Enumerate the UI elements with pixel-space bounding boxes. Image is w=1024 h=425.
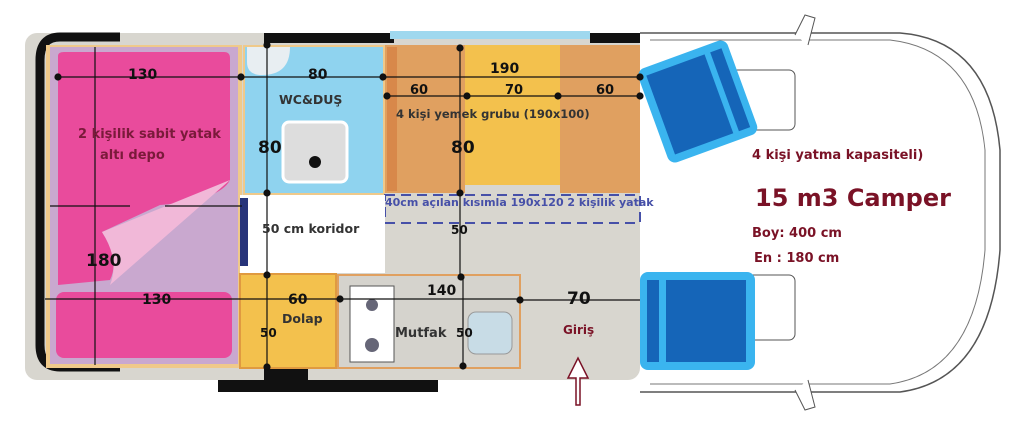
bed-label-line2: altı depo [100, 148, 165, 163]
corridor [240, 195, 385, 273]
camper-title: 15 m3 Camper [755, 184, 951, 212]
corridor-label: 50 cm koridor [262, 221, 360, 236]
bed-extension-label: 40cm açılan kısımla 190x120 2 kişilik ya… [385, 196, 654, 209]
shower-basin [247, 47, 290, 75]
width-text: En : 180 cm [754, 251, 840, 266]
burner [365, 338, 379, 352]
dim-corridor-depth: 50 [451, 223, 468, 237]
dining-table [465, 45, 560, 185]
bed-cushion [56, 292, 232, 358]
length-text: Boy: 400 cm [752, 226, 842, 241]
dining-label: 4 kişi yemek grubu (190x100) [396, 107, 590, 121]
dim-seat-left: 60 [410, 83, 429, 98]
dimension-lines [45, 41, 644, 371]
dim-dining-depth: 80 [451, 138, 475, 158]
wall-segment [590, 33, 640, 43]
dim-seat-right: 60 [596, 83, 615, 98]
dim-bed-width-bottom: 130 [142, 292, 172, 308]
dim-entrance-width: 70 [567, 289, 591, 309]
bed-mattress [58, 52, 230, 285]
dining-seat-left [385, 45, 465, 193]
wardrobe-label: Dolap [282, 311, 323, 326]
dim-wardrobe-width: 60 [288, 292, 308, 308]
kitchen-label: Mutfak [395, 326, 447, 341]
wardrobe [239, 273, 337, 369]
entrance-arrow-icon [566, 356, 590, 406]
step-bar [218, 380, 438, 392]
dim-kitchen-width: 140 [427, 283, 457, 299]
dim-wc-width: 80 [308, 67, 328, 83]
driver-seat [638, 40, 758, 163]
seat-back [387, 47, 397, 191]
dim-kitchen-depth: 50 [456, 326, 473, 340]
wall-segment [264, 368, 308, 380]
dining-seat-right [560, 45, 640, 193]
wall-segment [264, 33, 394, 43]
sink [467, 311, 513, 355]
mirror [794, 14, 816, 46]
toilet [281, 120, 349, 184]
dim-wardrobe-depth: 50 [260, 326, 277, 340]
window [390, 31, 590, 39]
passenger-seat [640, 272, 755, 370]
dim-bed-length: 180 [86, 251, 122, 271]
capacity-text: 4 kişi yatma kapasiteli) [752, 148, 924, 163]
dim-wc-depth: 80 [258, 138, 282, 158]
bed-label-line1: 2 kişilik sabit yatak [78, 127, 221, 142]
cab-inner-outline [650, 39, 986, 385]
ladder [240, 198, 248, 266]
dim-dining-width: 190 [490, 61, 520, 77]
dim-table: 70 [505, 83, 524, 98]
wc-label: WC&DUŞ [279, 92, 343, 107]
entrance-label: Giriş [563, 323, 595, 337]
cab-outline [640, 32, 1001, 393]
dim-bed-width-top: 130 [128, 67, 158, 83]
burner [366, 299, 378, 311]
mirror [794, 379, 816, 411]
toilet-hole [309, 156, 321, 168]
